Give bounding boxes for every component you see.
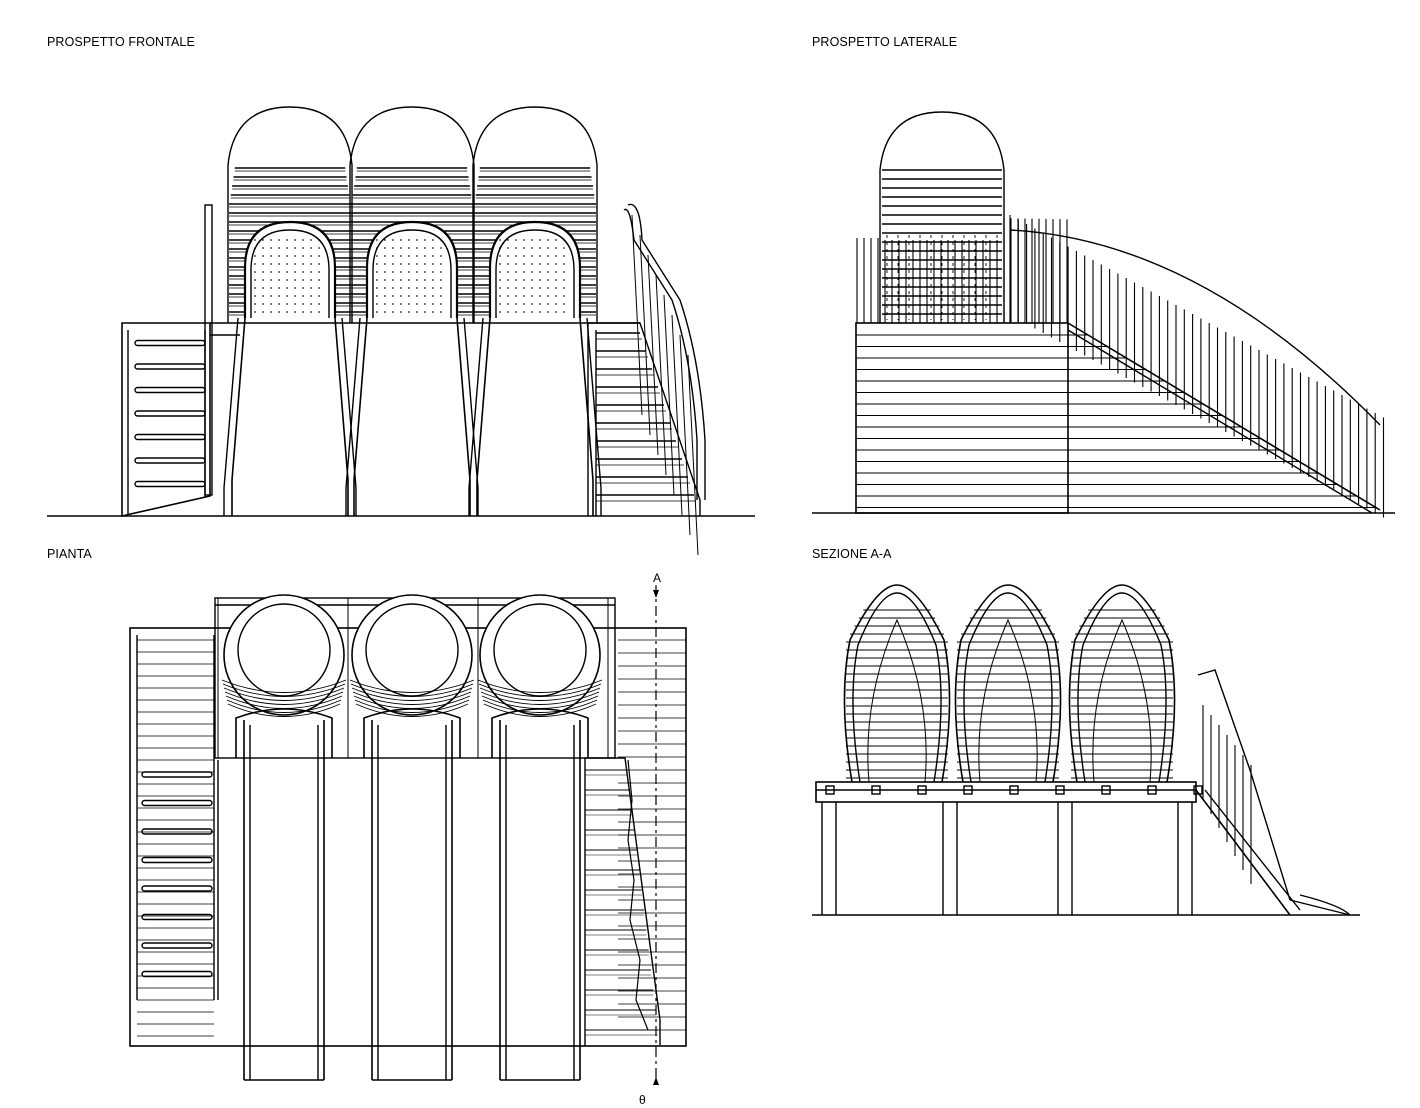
plan-slides (243, 720, 581, 1081)
side-railing (856, 218, 1068, 323)
plan-view-title: PIANTA (47, 547, 92, 561)
front-slides (223, 317, 602, 516)
front-stair (587, 203, 706, 556)
section-stair-railing (1197, 669, 1291, 901)
side-elevation (812, 111, 1395, 518)
plan-capsules (221, 594, 603, 758)
side-view-title: PROSPETTO LATERALE (812, 35, 958, 49)
side-stair-railing (1009, 215, 1385, 518)
plan-view: A θ (129, 571, 687, 1107)
section-deck-beam (815, 781, 1197, 803)
plan-stair (584, 757, 661, 1046)
section-view-title: SEZIONE A-A (812, 547, 892, 561)
front-left-post (204, 204, 213, 496)
front-view-title: PROSPETTO FRONTALE (47, 35, 195, 49)
side-stair-stringer (1067, 322, 1381, 511)
section-capsules (843, 584, 1176, 783)
section-mark-bottom: θ (639, 1093, 646, 1107)
section-view (812, 584, 1360, 916)
front-capsules (227, 106, 598, 323)
section-mark-top: A (653, 571, 661, 585)
front-ladder (121, 322, 211, 518)
side-capsule (879, 111, 1005, 323)
section-posts (821, 785, 1203, 915)
front-elevation (47, 106, 755, 556)
plan-ladder-rungs (141, 771, 213, 978)
